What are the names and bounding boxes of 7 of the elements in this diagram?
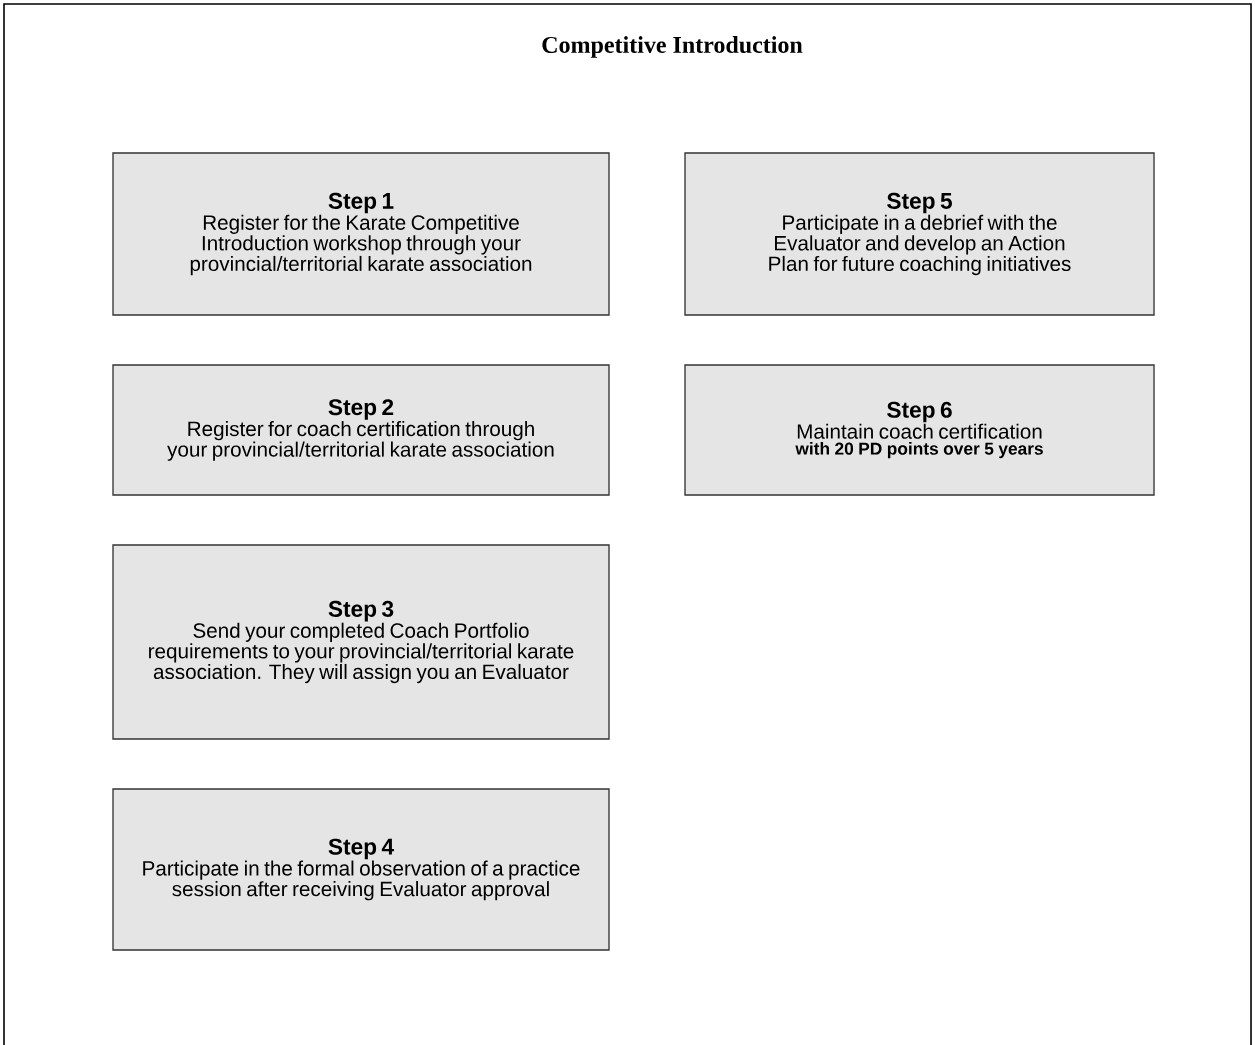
step-box: Step 6 Maintain coach certification with 20 PD points over 5 years: [684, 364, 1155, 496]
step-box: Step 2 Register for coach certification through your provincial/territorial karate association: [112, 364, 610, 496]
step-box: Step 1 Register for the Karate Competitive Introduction workshop through your provincial/territorial karate association: [112, 152, 610, 316]
step-box: Step 4 Participate in the formal observation of a practice session after receiving Evaluator approval: [112, 788, 610, 951]
title: Competitive Introduction: [542, 36, 803, 58]
step-box: Step 5 Participate in a debrief with the Evaluator and develop an Action Plan for future coaching initiatives: [684, 152, 1155, 316]
step-box: Step 3 Send your completed Coach Portfolio requirements to your provincial/territorial karate association. They will assign you an Evaluator: [112, 544, 610, 740]
